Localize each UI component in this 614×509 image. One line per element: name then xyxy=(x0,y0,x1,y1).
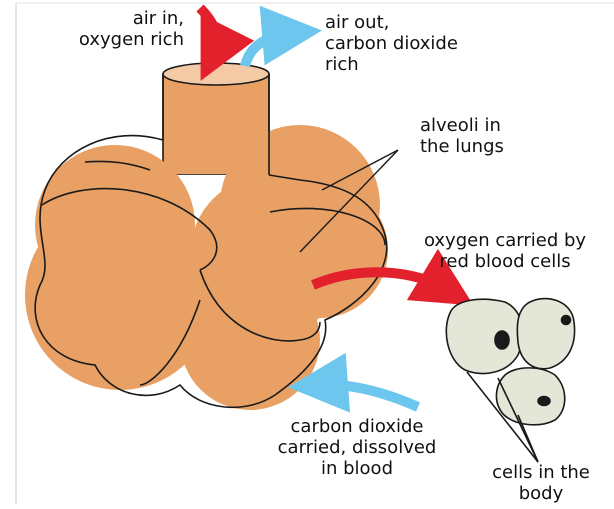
cell-nucleus xyxy=(538,397,550,406)
alveoli-cluster xyxy=(25,63,388,410)
air-out-label: air out, carbon dioxide rich xyxy=(325,12,458,75)
blue-curved-arrow-icon xyxy=(245,33,292,66)
air-out-line-2: carbon dioxide xyxy=(325,33,458,54)
tube-opening xyxy=(163,63,269,85)
cells-line-2: body xyxy=(474,483,608,504)
air-in-line-1: air in, xyxy=(40,8,184,29)
co2-carried-line-1: carbon dioxide xyxy=(262,416,452,437)
blue-curved-arrow-icon xyxy=(318,385,418,407)
cells-line-1: cells in the xyxy=(474,462,608,483)
oxygen-carried-label: oxygen carried by red blood cells xyxy=(405,230,605,272)
cell-nucleus xyxy=(495,331,509,349)
oxygen-carried-line-1: oxygen carried by xyxy=(405,230,605,251)
red-curved-arrow-icon xyxy=(200,8,217,54)
co2-carried-line-2: carried, dissolved xyxy=(262,437,452,458)
body-cell xyxy=(446,299,523,373)
air-out-line-1: air out, xyxy=(325,12,458,33)
body-cell xyxy=(517,299,574,369)
alveoli-line-1: alveoli in xyxy=(420,115,504,136)
alveoli-label: alveoli in the lungs xyxy=(420,115,504,157)
cell-nucleus xyxy=(562,316,571,325)
alveolus-sac xyxy=(190,175,350,335)
cells-label: cells in the body xyxy=(474,462,608,504)
air-in-line-2: oxygen rich xyxy=(40,29,184,50)
oxygen-carried-line-2: red blood cells xyxy=(405,251,605,272)
air-in-label: air in, oxygen rich xyxy=(40,8,184,50)
co2-carried-line-3: in blood xyxy=(262,458,452,479)
air-out-line-3: rich xyxy=(325,54,458,75)
alveoli-line-2: the lungs xyxy=(420,136,504,157)
co2-carried-label: carbon dioxide carried, dissolved in blo… xyxy=(262,416,452,479)
